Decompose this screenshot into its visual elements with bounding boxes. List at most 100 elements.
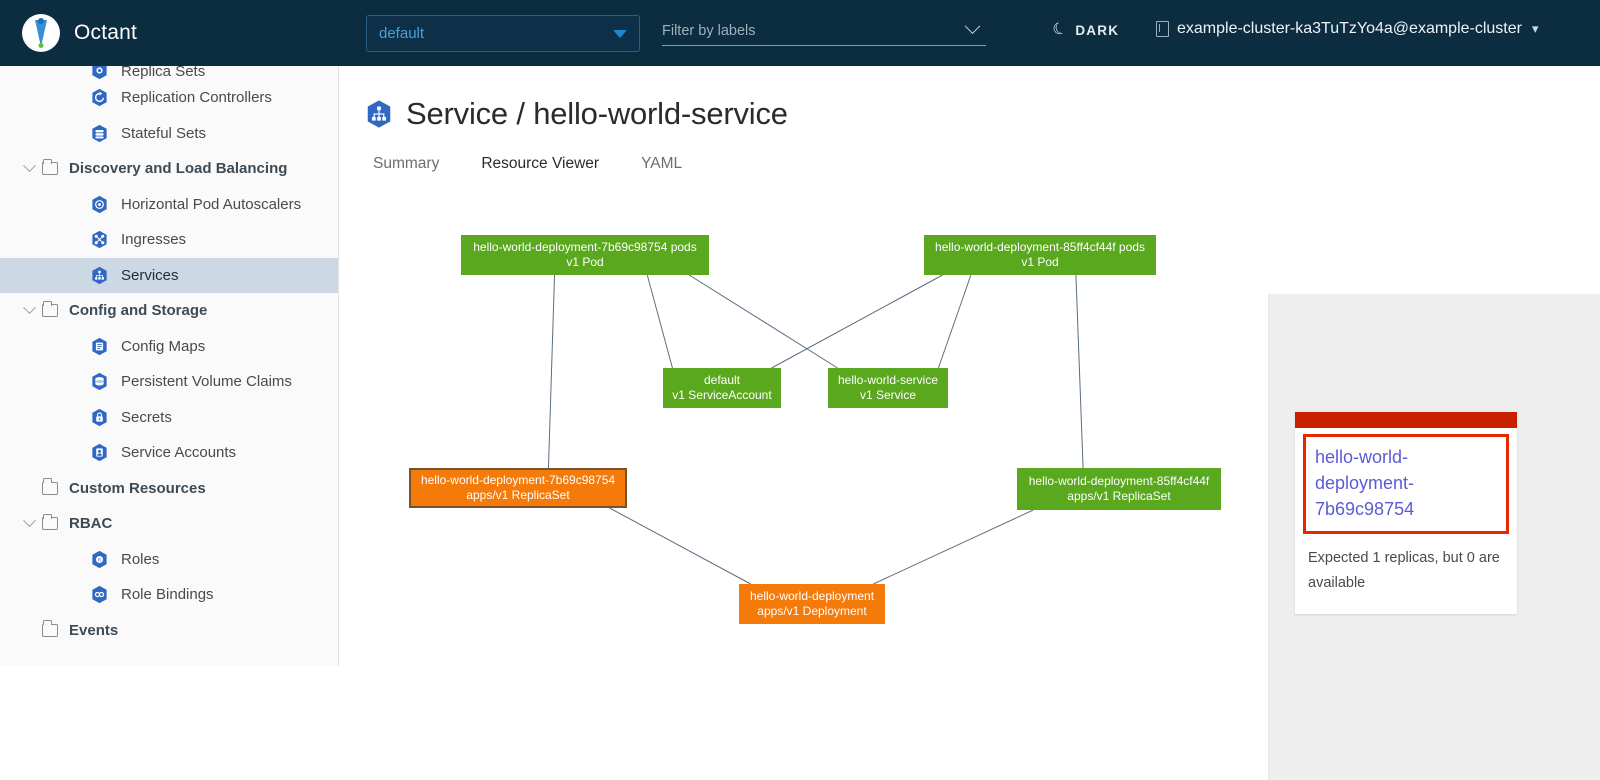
cluster-name: example-cluster-ka3TuTzYo4a@example-clus… <box>1177 20 1522 37</box>
k8s-service-icon <box>364 99 394 129</box>
folder-icon <box>42 620 58 637</box>
sidebar-item-label: Persistent Volume Claims <box>121 373 292 391</box>
sidebar-item-replica-sets[interactable]: Replica Sets <box>0 66 338 80</box>
sidebar-item-ingresses[interactable]: Ingresses <box>0 222 338 258</box>
k8s-ingress-icon <box>90 230 109 249</box>
sidebar-item-services[interactable]: Services <box>0 257 338 293</box>
detail-card-title-box[interactable]: hello-world-deployment-7b69c98754 <box>1303 434 1509 534</box>
k8s-rolebinding-icon <box>90 585 109 604</box>
sidebar-item-rbac[interactable]: RBAC <box>0 506 338 542</box>
sidebar-item-label: Config Maps <box>121 337 206 355</box>
sidebar-item-role-bindings[interactable]: Role Bindings <box>0 577 338 613</box>
node-detail-panel: hello-world-deployment-7b69c98754 Expect… <box>1268 294 1600 780</box>
moon-icon: ☾ <box>1050 19 1070 40</box>
graph-node-title: hello-world-deployment-7b69c98754 pods <box>473 240 697 254</box>
folder-icon <box>42 158 58 176</box>
graph-node-kind: v1 Pod <box>566 255 604 269</box>
detail-card-status-accent <box>1295 412 1517 428</box>
chevron-down-icon[interactable] <box>16 514 42 528</box>
tab-summary[interactable]: Summary <box>373 155 440 172</box>
graph-node-title: default <box>703 373 741 387</box>
dark-mode-toggle[interactable]: ☾ DARK <box>1050 19 1120 40</box>
namespace-select-value: default <box>379 25 425 42</box>
sidebar-item-custom-resources[interactable]: Custom Resources <box>0 471 338 507</box>
graph-edge <box>646 274 673 369</box>
label-filter-placeholder: Filter by labels <box>662 22 756 39</box>
sidebar-item-label: Custom Resources <box>69 479 206 497</box>
k8s-statefulset-icon <box>90 124 109 143</box>
graph-node-title: hello-world-deployment-85ff4cf44f pods <box>935 240 1145 254</box>
k8s-role-icon: R <box>90 550 109 569</box>
brand[interactable]: Octant <box>22 0 137 66</box>
k8s-pvc-icon <box>90 372 109 391</box>
graph-edge <box>688 274 838 369</box>
sidebar-item-config-maps[interactable]: Config Maps <box>0 329 338 365</box>
namespace-select[interactable]: default <box>366 15 640 52</box>
chevron-down-icon <box>613 29 627 38</box>
sidebar-item-persistent-volume-claims[interactable]: Persistent Volume Claims <box>0 364 338 400</box>
k8s-serviceaccount-icon <box>90 443 109 462</box>
k8s-service-icon <box>90 266 109 285</box>
graph-edge <box>609 507 751 585</box>
sidebar-item-label: Ingresses <box>121 231 187 249</box>
folder-icon <box>42 300 58 318</box>
sidebar-item-label: Service Accounts <box>121 444 237 462</box>
chevron-down-icon <box>964 18 981 35</box>
detail-card-title: hello-world-deployment-7b69c98754 <box>1315 447 1415 519</box>
sidebar-item-events[interactable]: Events <box>0 613 338 649</box>
page-title: Service / hello-world-service <box>406 96 788 131</box>
graph-edge <box>873 509 1034 585</box>
cluster-picker[interactable]: example-cluster-ka3TuTzYo4a@example-clus… <box>1156 20 1539 38</box>
sidebar-item-label: RBAC <box>69 515 113 533</box>
graph-edge <box>937 274 972 369</box>
sidebar-item-label: Secrets <box>121 408 172 426</box>
sidebar-item-replication-controllers[interactable]: Replication Controllers <box>0 80 338 116</box>
sidebar-item-label: Horizontal Pod Autoscalers <box>121 195 302 213</box>
label-filter-input[interactable]: Filter by labels <box>662 16 986 46</box>
folder-icon <box>42 478 58 495</box>
octant-logo-icon <box>22 14 60 52</box>
graph-node-kind: v1 Pod <box>1021 255 1059 269</box>
graph-node-title: hello-world-deployment-85ff4cf44f <box>1028 474 1210 488</box>
graph-node-kind: apps/v1 ReplicaSet <box>466 488 570 502</box>
graph-edge <box>1075 274 1084 469</box>
folder-icon <box>42 513 58 531</box>
cluster-icon <box>1156 21 1169 37</box>
k8s-replicationcontroller-icon <box>90 88 109 107</box>
graph-node-kind: v1 Service <box>859 388 917 402</box>
graph-node-title: hello-world-service <box>837 373 939 387</box>
brand-name: Octant <box>74 21 138 44</box>
sidebar-item-horizontal-pod-autoscalers[interactable]: Horizontal Pod Autoscalers <box>0 187 338 223</box>
sidebar-item-config-and-storage[interactable]: Config and Storage <box>0 293 338 329</box>
sidebar-item-label: Events <box>69 621 119 639</box>
chevron-down-icon[interactable] <box>16 301 42 315</box>
chevron-down-icon[interactable] <box>16 159 42 173</box>
sidebar-item-label: Role Bindings <box>121 586 214 604</box>
graph-node-kind: v1 ServiceAccount <box>672 388 772 402</box>
svg-text:R: R <box>98 557 102 563</box>
dark-mode-label: DARK <box>1075 22 1120 38</box>
sidebar-item-secrets[interactable]: Secrets <box>0 400 338 436</box>
graph-edge <box>547 274 556 469</box>
sidebar-item-discovery-and-load-balancing[interactable]: Discovery and Load Balancing <box>0 151 338 187</box>
sidebar-item-service-accounts[interactable]: Service Accounts <box>0 435 338 471</box>
tab-yaml[interactable]: YAML <box>641 155 683 172</box>
k8s-configmap-icon <box>90 337 109 356</box>
graph-node-kind: apps/v1 ReplicaSet <box>1067 489 1171 503</box>
app-header: Octant default Filter by labels ☾ DARK e… <box>0 0 1600 66</box>
sidebar-item-label: Services <box>121 266 179 284</box>
k8s-hpa-icon <box>90 195 109 214</box>
sidebar-item-stateful-sets[interactable]: Stateful Sets <box>0 116 338 152</box>
